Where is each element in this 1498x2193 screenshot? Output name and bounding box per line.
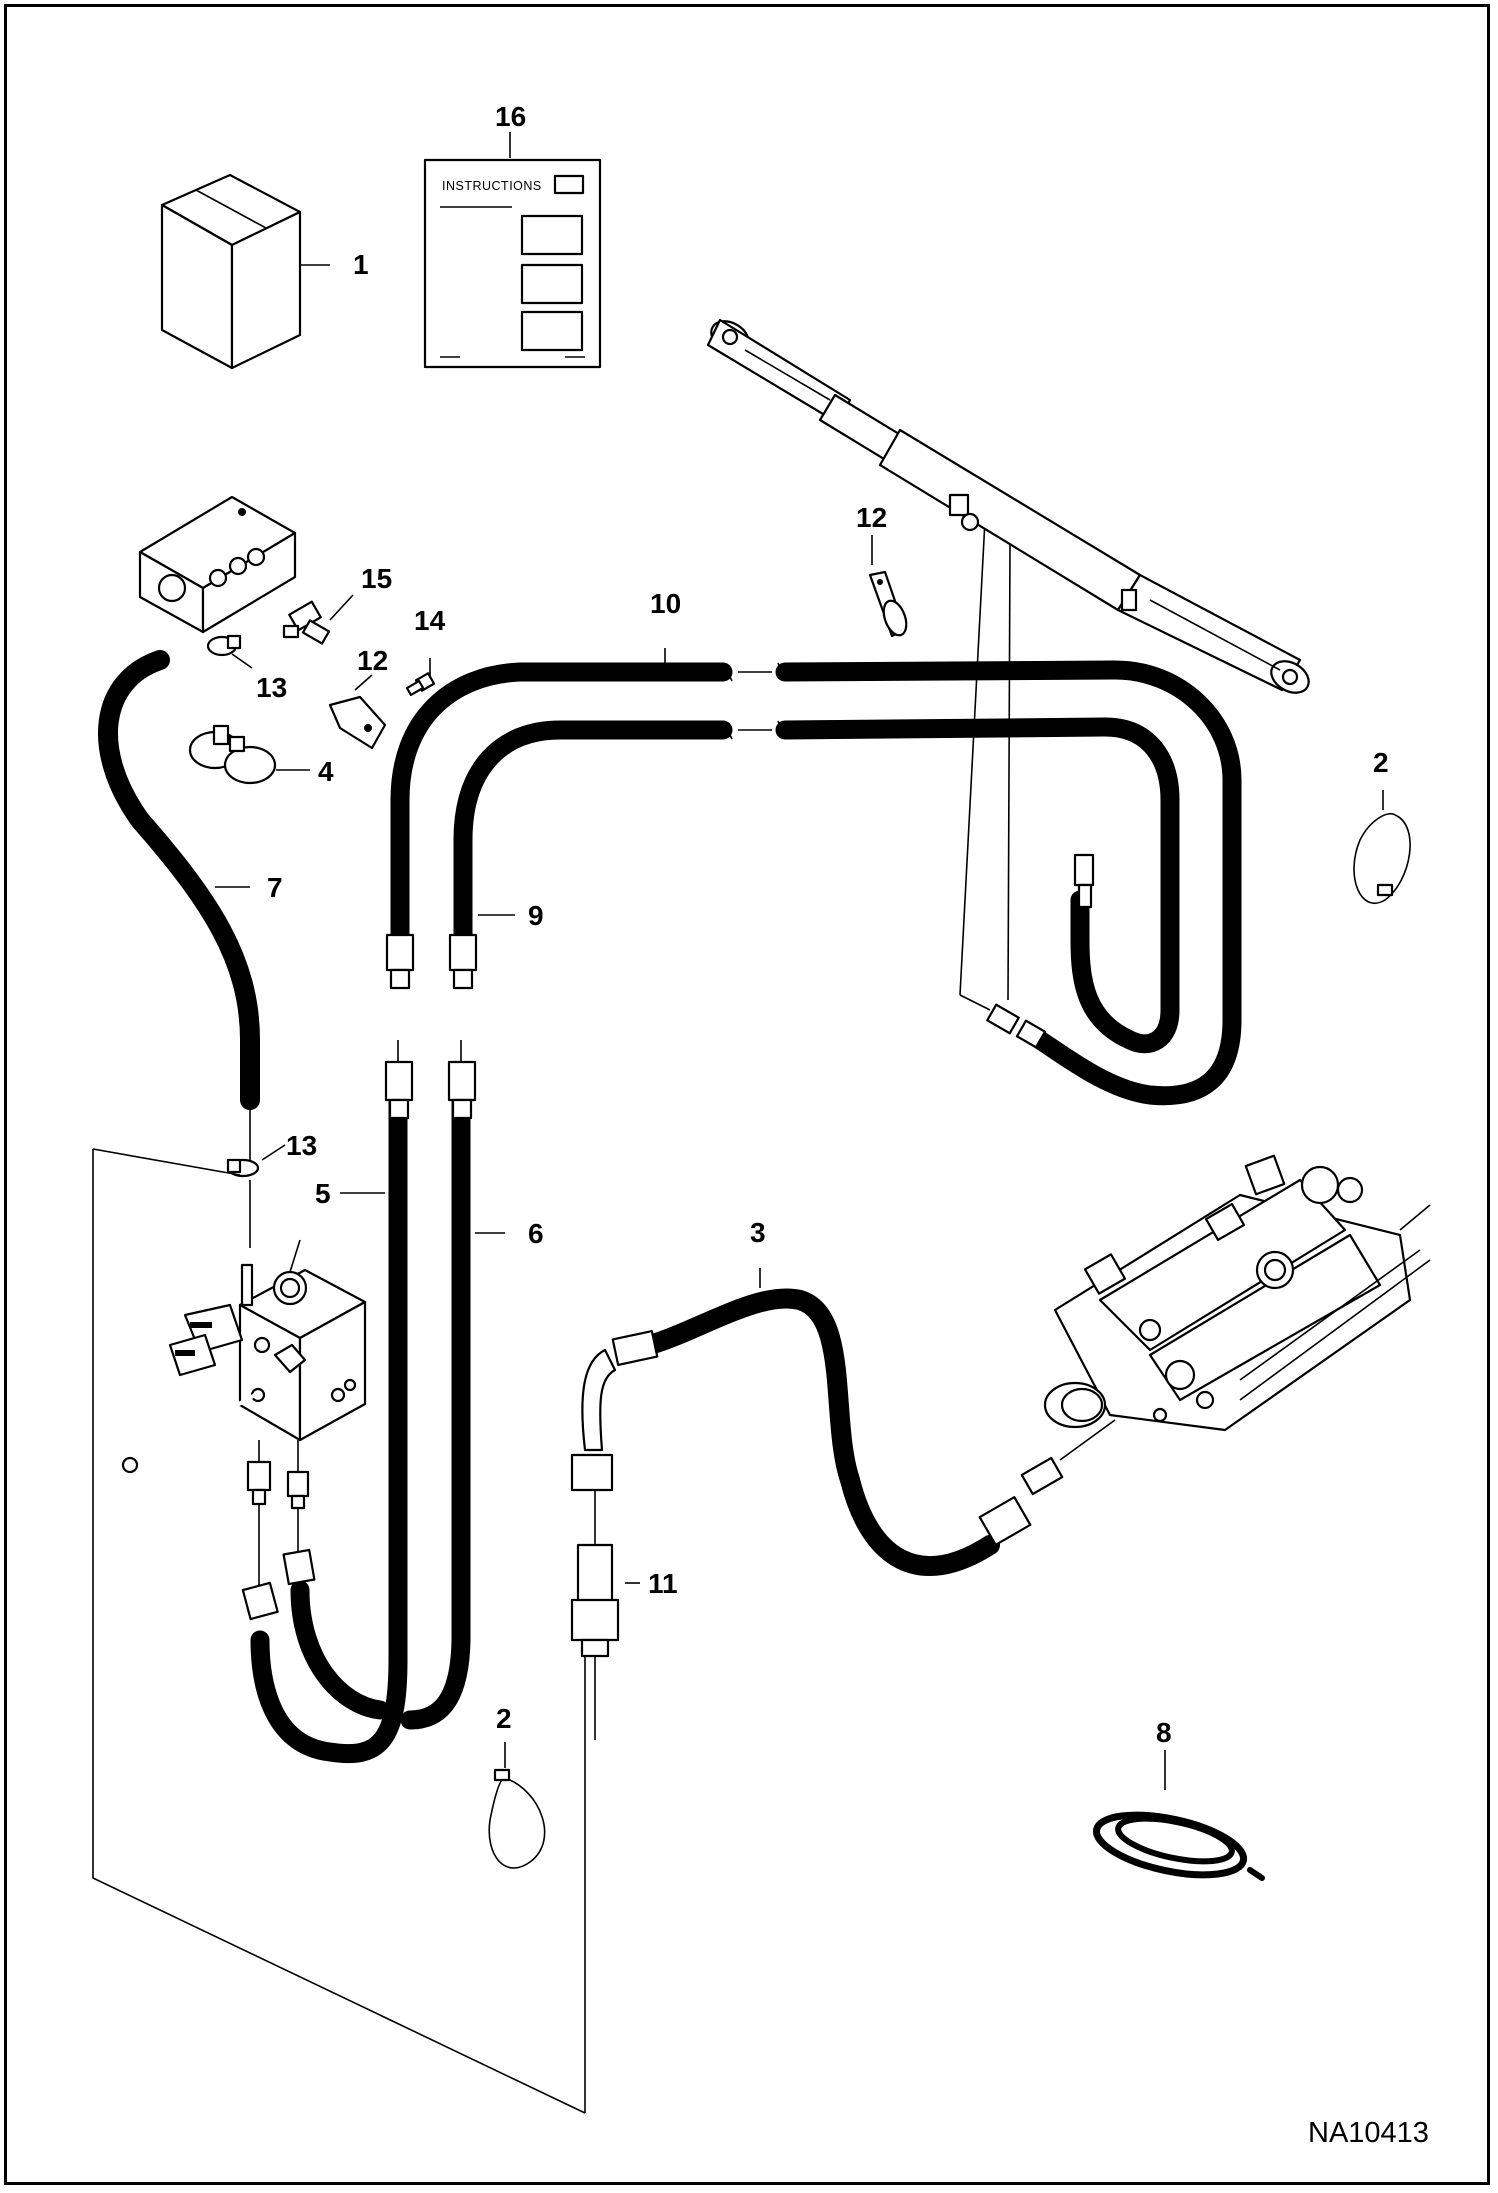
hose-drain bbox=[98, 650, 260, 1110]
callout-14: 14 bbox=[414, 605, 446, 636]
instructions-label: INSTRUCTIONS bbox=[442, 179, 542, 193]
callout-3: 3 bbox=[750, 1217, 766, 1248]
part-box bbox=[160, 173, 330, 370]
callout-2-lower: 2 bbox=[496, 1703, 512, 1734]
callout-6: 6 bbox=[528, 1218, 544, 1249]
hose-clip-left bbox=[328, 674, 387, 750]
callout-9: 9 bbox=[528, 900, 544, 931]
hose-clamps-pair bbox=[188, 724, 310, 785]
callout-labels: 1 2 2 3 4 5 6 7 8 9 10 11 12 12 13 13 14… bbox=[256, 101, 1389, 1748]
hose-break-marks bbox=[722, 662, 787, 740]
diagram-border bbox=[4, 4, 1490, 2185]
callout-12-left: 12 bbox=[357, 645, 388, 676]
adapter-fitting bbox=[570, 1490, 640, 1740]
callout-16: 16 bbox=[495, 101, 526, 132]
callout-11: 11 bbox=[648, 1568, 678, 1599]
valve-mounting-plane bbox=[92, 1148, 586, 2114]
hose-9 bbox=[448, 717, 1180, 1054]
callout-12-upper: 12 bbox=[856, 502, 887, 533]
manifold-block bbox=[138, 495, 297, 634]
hose-clamp-lower bbox=[226, 1102, 286, 1178]
figure-id: NA10413 bbox=[1308, 2117, 1429, 2149]
hose-5 bbox=[241, 1040, 414, 1764]
callout-5: 5 bbox=[315, 1178, 331, 1209]
hose-3 bbox=[570, 1268, 1064, 1576]
callout-4: 4 bbox=[318, 756, 334, 787]
callout-15: 15 bbox=[361, 563, 392, 594]
callout-10: 10 bbox=[650, 588, 681, 619]
callout-7: 7 bbox=[267, 872, 283, 903]
callout-13-lower: 13 bbox=[286, 1130, 317, 1161]
coiled-tubing bbox=[1092, 1750, 1265, 1881]
callout-8: 8 bbox=[1156, 1717, 1172, 1748]
cable-tie-right bbox=[1353, 790, 1411, 904]
cable-tie-lower bbox=[488, 1742, 546, 1869]
hose-6 bbox=[282, 1040, 505, 1730]
callout-1: 1 bbox=[353, 249, 369, 280]
control-valve bbox=[1043, 1154, 1431, 1461]
callout-13-upper: 13 bbox=[256, 672, 287, 703]
bolt bbox=[405, 658, 436, 697]
valve-block bbox=[121, 1180, 367, 1586]
elbow-fitting bbox=[282, 594, 354, 645]
callout-2-right: 2 bbox=[1373, 747, 1389, 778]
lift-cylinder bbox=[706, 318, 1310, 694]
instructions-sheet: INSTRUCTIONS bbox=[423, 132, 602, 369]
hose-10 bbox=[385, 648, 1242, 1106]
cylinder-hose-fittings bbox=[959, 519, 1095, 1049]
hose-clamp-upper bbox=[206, 634, 253, 669]
hose-clip-upper bbox=[868, 535, 908, 638]
